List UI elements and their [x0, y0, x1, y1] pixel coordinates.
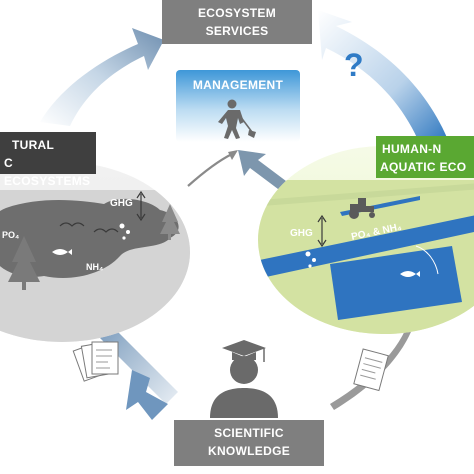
human-pond — [330, 246, 462, 320]
human-ghg-flux-arrow — [317, 214, 327, 248]
scientist-graduate-icon — [210, 340, 278, 418]
cycle-arrow-natural-to-knowledge — [126, 370, 168, 420]
natural-ecosystems-line1: TURAL — [12, 138, 55, 152]
natural-tree-icon — [8, 236, 40, 290]
natural-ecosystems-box — [0, 132, 96, 174]
human-modified-label: HUMAN-N AQUATIC ECO — [376, 140, 474, 176]
ecosystem-services-line2: SERVICES — [205, 24, 269, 38]
natural-small-tree-icon — [160, 204, 180, 240]
management-label: MANAGEMENT — [192, 78, 284, 92]
natural-ghg-label: GHG — [110, 198, 133, 209]
natural-to-management-arrow — [187, 153, 233, 187]
worker-with-shovel-icon — [218, 99, 256, 139]
natural-fish-icon — [52, 249, 72, 255]
natural-to-management-arrowhead — [228, 150, 238, 160]
tractor-icon — [349, 198, 375, 219]
human-fish-icon — [400, 271, 420, 277]
natural-bubbles — [119, 223, 130, 240]
ecosystem-services-line1: ECOSYSTEM — [197, 6, 277, 20]
human-modified-line1: HUMAN-N — [382, 142, 442, 156]
human-ghg-label: GHG — [290, 228, 313, 239]
natural-po4-label: PO₄ — [2, 230, 19, 240]
cycle-arrow-human-to-services — [318, 10, 448, 140]
cycle-arrow-natural-to-services — [40, 28, 164, 126]
natural-nh4-label: NH₄ — [86, 262, 103, 272]
natural-ecosystems-label: TURAL C ECOSYSTEMS — [0, 136, 96, 190]
scientific-knowledge-line1: SCIENTIFIC — [214, 426, 284, 440]
scientific-knowledge-box — [174, 420, 324, 466]
ecosystem-services-box — [162, 0, 312, 44]
natural-ecosystems-line2: C ECOSYSTEMS — [4, 156, 91, 188]
management-box — [176, 70, 300, 142]
human-bubbles — [305, 251, 316, 268]
human-canal — [258, 206, 474, 280]
scientific-knowledge-line2: KNOWLEDGE — [207, 444, 291, 458]
fishing-line — [415, 245, 439, 275]
human-modified-line2: AQUATIC ECO — [380, 160, 467, 174]
scientific-knowledge-label: SCIENTIFIC KNOWLEDGE — [174, 424, 324, 460]
report-document-icon — [353, 348, 389, 392]
natural-ghg-flux-arrow — [136, 190, 146, 222]
ecosystem-services-label: ECOSYSTEM SERVICES — [162, 4, 312, 40]
natural-ecosystem-illustration — [0, 162, 190, 342]
documents-stack-icon — [72, 341, 119, 382]
question-mark: ? — [344, 47, 364, 83]
human-modified-box — [376, 136, 474, 178]
